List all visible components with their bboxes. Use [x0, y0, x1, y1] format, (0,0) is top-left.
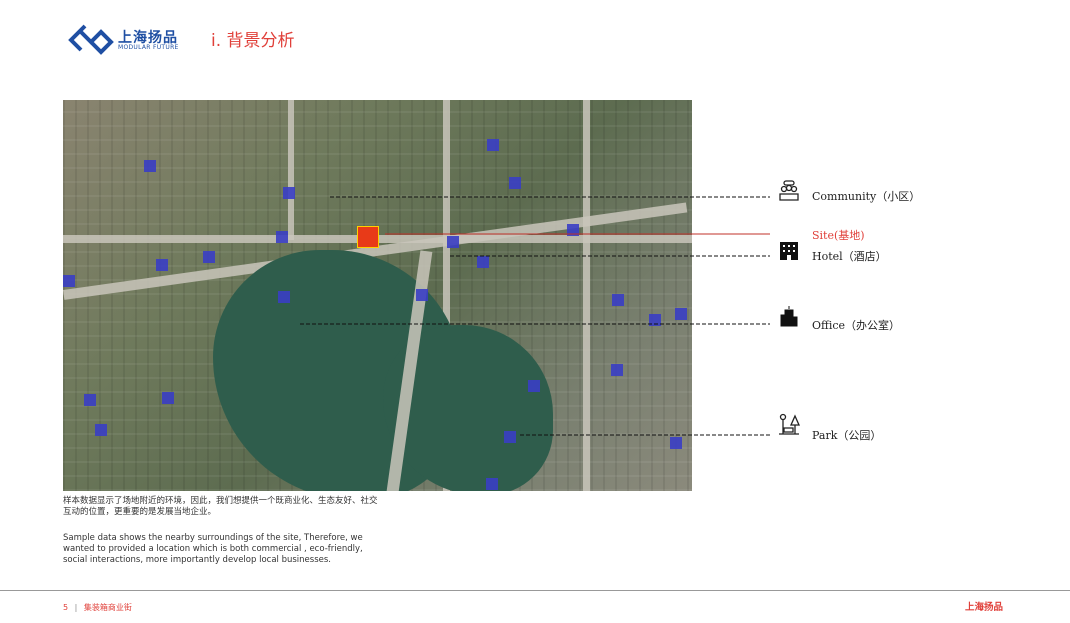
map-marker	[567, 224, 579, 236]
office-icon	[780, 306, 798, 327]
map-marker	[416, 289, 428, 301]
map-marker	[486, 478, 498, 490]
map-marker	[649, 314, 661, 326]
legend-office: Office（办公室）	[812, 319, 901, 332]
park-icon	[779, 413, 800, 435]
map-marker	[84, 394, 96, 406]
map-marker	[670, 437, 682, 449]
map-marker	[162, 392, 174, 404]
community-icon	[779, 180, 799, 201]
logo-icon	[68, 24, 114, 55]
footer-left: 5 | 集装箱商业街	[63, 602, 132, 613]
logo-subtext: MODULAR FUTURE	[118, 44, 179, 51]
page-title: i. 背景分析	[211, 31, 295, 51]
page-number: 5	[63, 603, 69, 612]
map-marker	[63, 275, 75, 287]
map-marker	[477, 256, 489, 268]
map-marker	[611, 364, 623, 376]
map-marker	[675, 308, 687, 320]
map-marker	[528, 380, 540, 392]
footer-divider	[0, 590, 1070, 591]
map-marker	[203, 251, 215, 263]
description-cn: 样本数据显示了场地附近的环境，因此，我们想提供一个既商业化、生态友好、社交互动的…	[63, 496, 378, 517]
map-marker	[504, 431, 516, 443]
legend-hotel: Hotel（酒店）	[812, 250, 887, 263]
map-marker	[509, 177, 521, 189]
legend-site: Site(基地)	[812, 229, 865, 242]
site-marker	[357, 226, 379, 248]
map-marker	[276, 231, 288, 243]
description-en: Sample data shows the nearby surrounding…	[63, 533, 363, 565]
footer-brand: 上海扬品	[965, 602, 1004, 613]
legend-community: Community（小区）	[812, 190, 921, 203]
satellite-map	[63, 100, 692, 491]
map-marker	[283, 187, 295, 199]
map-marker	[447, 236, 459, 248]
footer-separator: |	[74, 603, 78, 612]
map-marker	[95, 424, 107, 436]
map-marker	[144, 160, 156, 172]
map-marker	[156, 259, 168, 271]
map-marker	[487, 139, 499, 151]
map-marker	[278, 291, 290, 303]
legend-park: Park（公园）	[812, 429, 882, 442]
logo-text: 上海扬品	[118, 30, 178, 46]
section-name: 集装箱商业街	[83, 603, 132, 612]
hotel-icon	[780, 242, 798, 260]
map-marker	[612, 294, 624, 306]
